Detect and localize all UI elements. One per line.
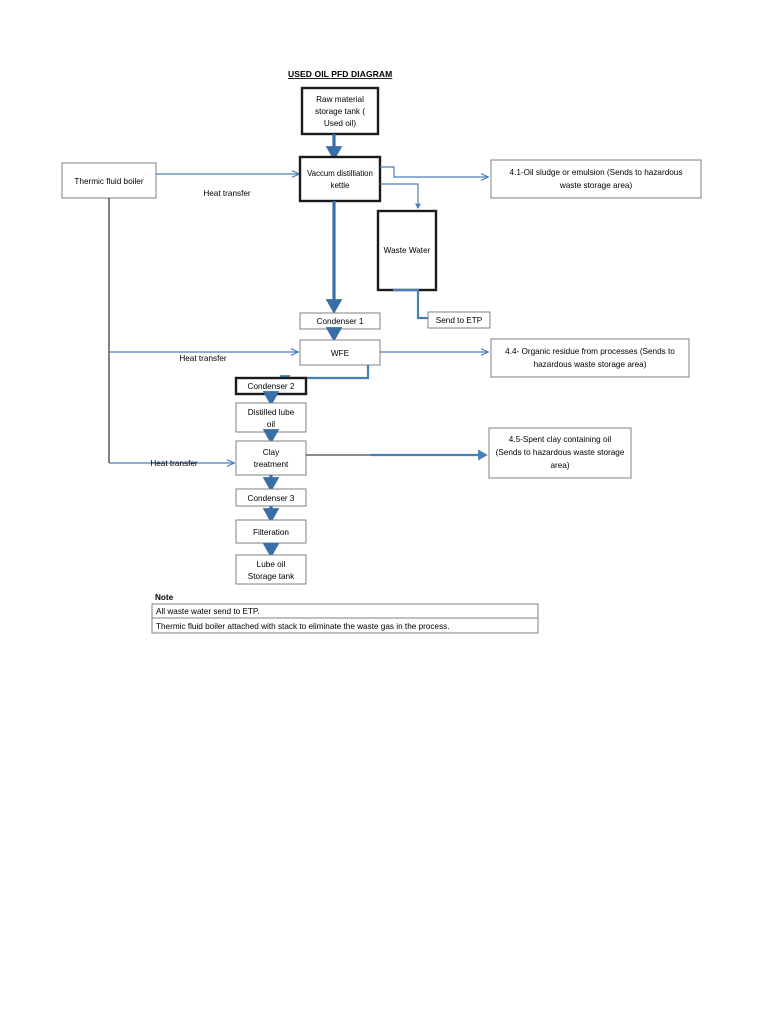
- clay-treatment-line1: Clay: [263, 448, 280, 457]
- waste-water-label: Waste Water: [384, 246, 431, 255]
- node-vaccum-distilliation-kettle: [298, 155, 382, 203]
- node-output-4-5-spent-clay: [488, 427, 632, 479]
- diagram-title: USED OIL PFD DIAGRAM: [288, 69, 392, 79]
- node-send-to-etp: [427, 311, 491, 329]
- output-4-5-line1: 4.5-Spent clay containing oil: [509, 435, 612, 444]
- output-4-1-line2: waste storage area): [559, 181, 633, 190]
- distilled-lube-oil-line2: oil: [267, 420, 275, 429]
- node-output-4-4-organic-residue: [490, 338, 690, 378]
- edge-kettle-to-oil-sludge: [380, 166, 488, 177]
- condenser-2-label: Condenser 2: [248, 382, 295, 391]
- raw-material-line3: Used oil): [324, 119, 357, 128]
- filteration-label: Filteration: [253, 528, 289, 537]
- lube-oil-storage-line1: Lube oil: [257, 560, 286, 569]
- edge-label-heat-transfer-1: Heat transfer: [203, 189, 251, 198]
- condenser-1-label: Condenser 1: [317, 317, 364, 326]
- note-heading: Note: [155, 593, 174, 602]
- node-lube-oil-storage-tank: [235, 554, 307, 585]
- output-4-5-line3: area): [550, 461, 569, 470]
- output-4-4-line2: hazardous waste storage area): [534, 360, 647, 369]
- node-thermic-fluid-boiler: [61, 162, 157, 199]
- note-line-1: All waste water send to ETP.: [156, 607, 260, 616]
- distilled-lube-oil-line1: Distilled lube: [248, 408, 295, 417]
- raw-material-line2: storage tank (: [315, 107, 365, 116]
- node-clay-treatment: [235, 440, 307, 476]
- node-output-4-1-oil-sludge: [490, 159, 702, 199]
- edge-label-heat-transfer-2: Heat transfer: [179, 354, 227, 363]
- node-raw-material-storage-tank: [300, 86, 380, 136]
- node-wfe: [299, 339, 381, 366]
- output-4-5-line2: (Sends to hazardous waste storage: [496, 448, 625, 457]
- node-waste-water: [376, 209, 438, 292]
- output-4-1-line1: 4.1-Oil sludge or emulsion (Sends to haz…: [510, 168, 683, 177]
- send-to-etp-label: Send to ETP: [436, 316, 483, 325]
- node-distilled-lube-oil: [235, 402, 307, 433]
- edge-kettle-to-waste-water: [380, 183, 421, 209]
- note-row-2: [151, 617, 539, 634]
- vacuum-kettle-line1: Vaccum distilliation: [307, 169, 373, 178]
- output-4-4-line1: 4.4- Organic residue from processes (Sen…: [505, 347, 675, 356]
- vacuum-kettle-line2: kettle: [331, 181, 350, 190]
- clay-treatment-line2: treatment: [254, 460, 289, 469]
- condenser-3-label: Condenser 3: [248, 494, 295, 503]
- thermic-fluid-boiler-label: Thermic fluid boiler: [74, 177, 143, 186]
- raw-material-line1: Raw material: [316, 95, 364, 104]
- wfe-label: WFE: [331, 349, 350, 358]
- edge-label-heat-transfer-3: Heat transfer: [150, 459, 198, 468]
- note-line-2: Thermic fluid boiler attached with stack…: [156, 622, 450, 631]
- lube-oil-storage-line2: Storage tank: [248, 572, 295, 581]
